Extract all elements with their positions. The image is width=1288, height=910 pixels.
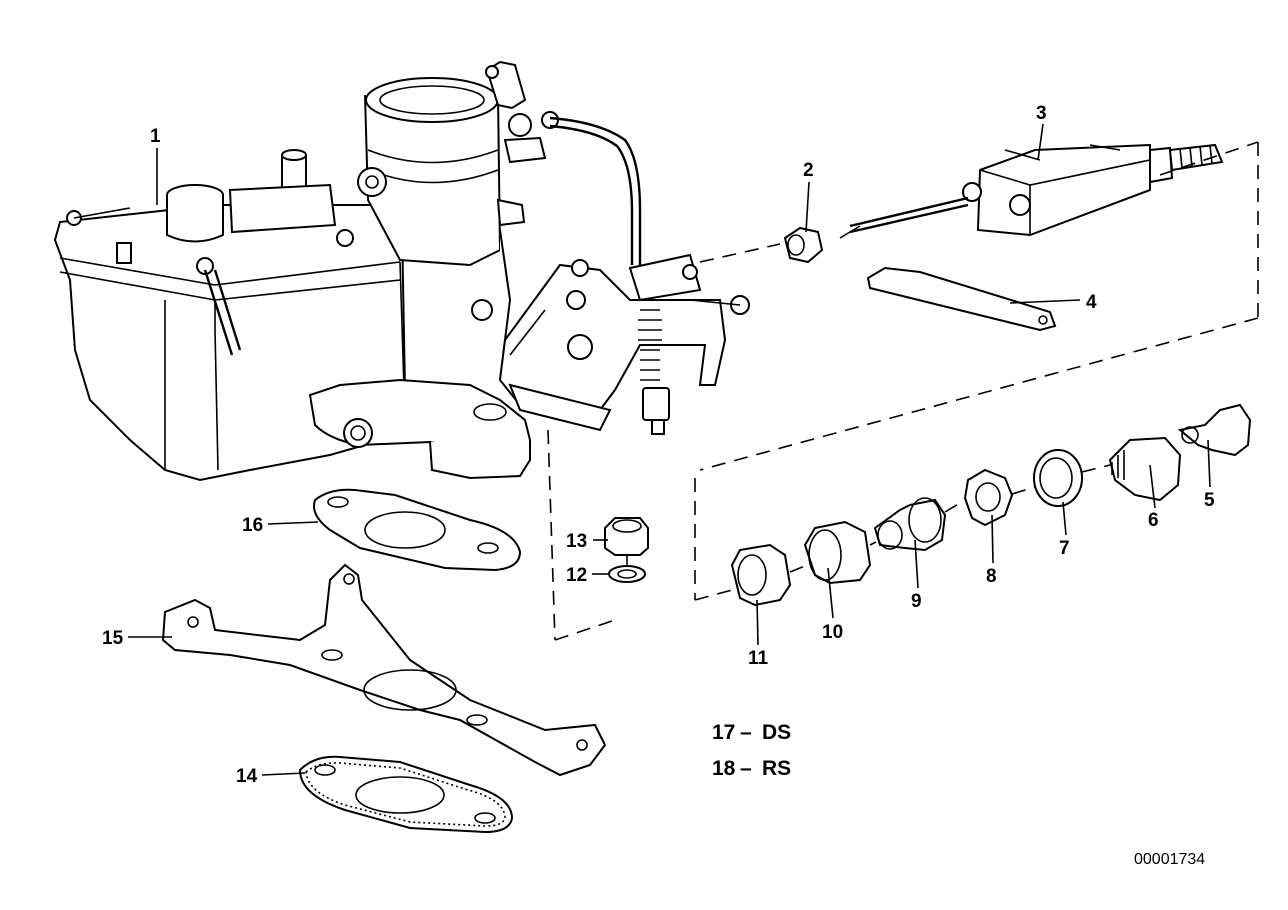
callout-10: 10 <box>822 622 843 643</box>
document-id: 00001734 <box>1134 851 1205 868</box>
callout-6: 6 <box>1148 510 1159 531</box>
callout-12: 12 <box>566 565 587 586</box>
knob-assembly <box>730 403 1252 607</box>
legend-17-separator: – <box>740 721 752 744</box>
callout-15: 15 <box>102 628 124 649</box>
cable-clamp <box>783 226 824 264</box>
callout-5: 5 <box>1204 490 1215 511</box>
choke-cable <box>839 143 1224 239</box>
carburetor-body <box>53 60 642 482</box>
choke-linkage <box>498 253 750 435</box>
callout-13: 13 <box>566 531 587 552</box>
callout-9: 9 <box>911 591 922 612</box>
gasket-upper <box>313 488 522 572</box>
legend-18-code: RS <box>762 757 791 780</box>
leader-lines <box>128 123 1211 776</box>
legend-18-separator: – <box>740 757 752 780</box>
variant-legend: 17 – DS 18 – RS <box>712 721 791 780</box>
mounting-bracket <box>161 563 607 777</box>
callout-14: 14 <box>236 766 258 787</box>
callout-3: 3 <box>1036 103 1047 124</box>
nut-and-washer <box>604 517 649 583</box>
spring-clip <box>866 266 1057 332</box>
legend-17-code: DS <box>762 721 791 744</box>
assembly-boundaries <box>547 141 1259 641</box>
callout-4: 4 <box>1086 292 1097 313</box>
legend-17-number: 17 <box>712 721 735 744</box>
callout-11: 11 <box>748 648 769 669</box>
legend-18-number: 18 <box>712 757 736 780</box>
callout-labels: 1 2 3 4 5 6 7 8 9 10 11 12 13 14 15 16 <box>102 103 1215 787</box>
callout-1: 1 <box>150 126 161 147</box>
callout-7: 7 <box>1059 538 1070 559</box>
callout-2: 2 <box>803 160 814 181</box>
callout-16: 16 <box>242 515 263 536</box>
gasket-lower <box>298 755 514 834</box>
callout-8: 8 <box>986 566 997 587</box>
